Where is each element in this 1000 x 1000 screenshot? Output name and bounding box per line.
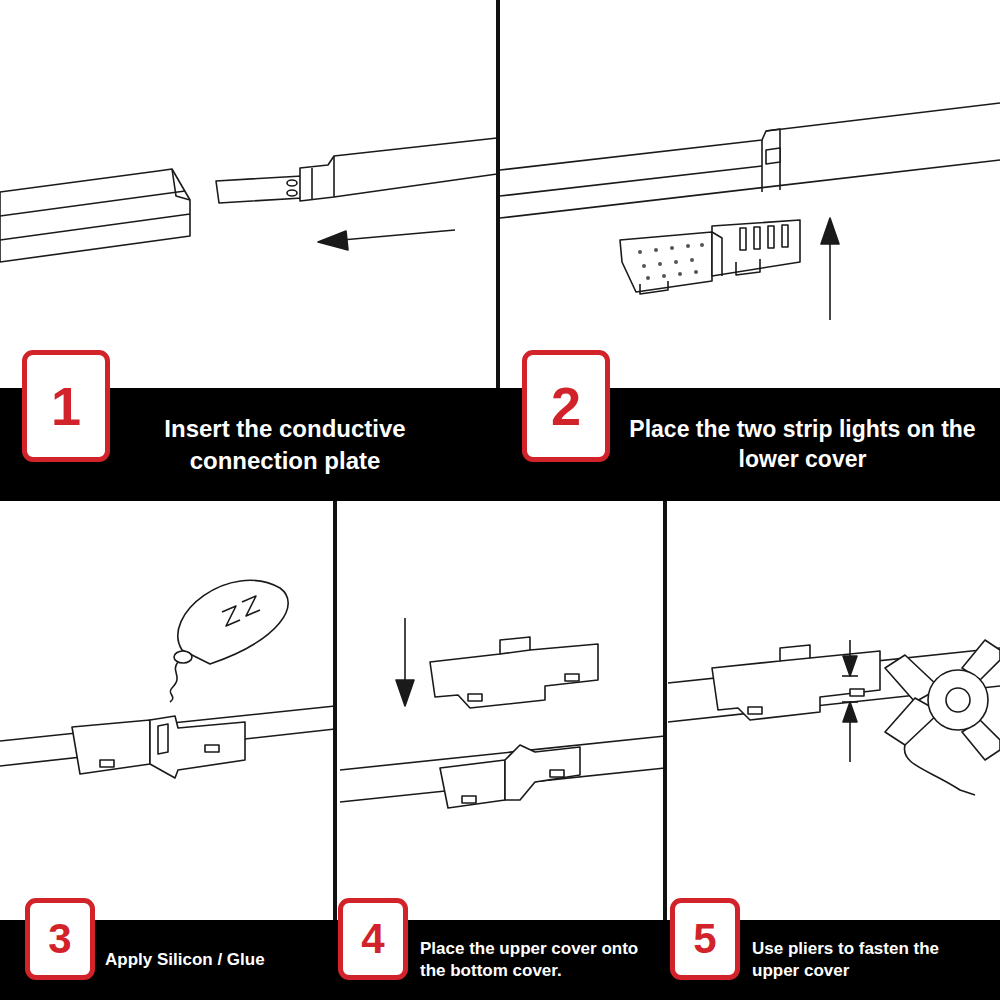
step-number-badge: 4 bbox=[338, 898, 408, 980]
step-number: 4 bbox=[361, 918, 384, 960]
step-number: 5 bbox=[693, 918, 716, 960]
caption-band bbox=[0, 388, 1000, 501]
step-number: 3 bbox=[48, 918, 71, 960]
lower-cover bbox=[440, 745, 580, 808]
step-caption: Apply Silicon / Glue bbox=[105, 949, 330, 971]
step-caption: Place the upper cover onto the bottom co… bbox=[420, 938, 660, 982]
direction-arrow bbox=[318, 230, 455, 250]
glue-bottle bbox=[170, 580, 288, 702]
direction-arrow bbox=[396, 618, 414, 706]
direction-arrow bbox=[821, 218, 839, 320]
step-number: 1 bbox=[51, 379, 81, 433]
strip-light bbox=[500, 103, 1000, 218]
panel-divider bbox=[496, 0, 500, 390]
pliers bbox=[885, 640, 1000, 795]
panel-divider bbox=[333, 501, 337, 921]
connector-housing bbox=[72, 716, 245, 778]
strip-light bbox=[0, 169, 190, 262]
step-number-badge: 2 bbox=[522, 350, 610, 462]
step-caption: Place the two strip lights on the lower … bbox=[615, 415, 990, 475]
step-number-badge: 3 bbox=[25, 898, 95, 980]
step-number: 2 bbox=[551, 379, 581, 433]
step-caption: Use pliers to fasten the upper cover bbox=[752, 938, 972, 982]
lower-cover bbox=[620, 220, 800, 294]
upper-cover bbox=[430, 637, 598, 708]
panel-divider bbox=[663, 501, 667, 921]
step-caption: Insert the conductive connection plate bbox=[120, 413, 450, 475]
step-number-badge: 1 bbox=[22, 350, 110, 462]
conductive-plate bbox=[216, 138, 497, 203]
press-arrows bbox=[842, 640, 858, 762]
connector-assembled bbox=[712, 645, 880, 720]
caption-band bbox=[0, 920, 1000, 1000]
step-number-badge: 5 bbox=[670, 898, 740, 980]
